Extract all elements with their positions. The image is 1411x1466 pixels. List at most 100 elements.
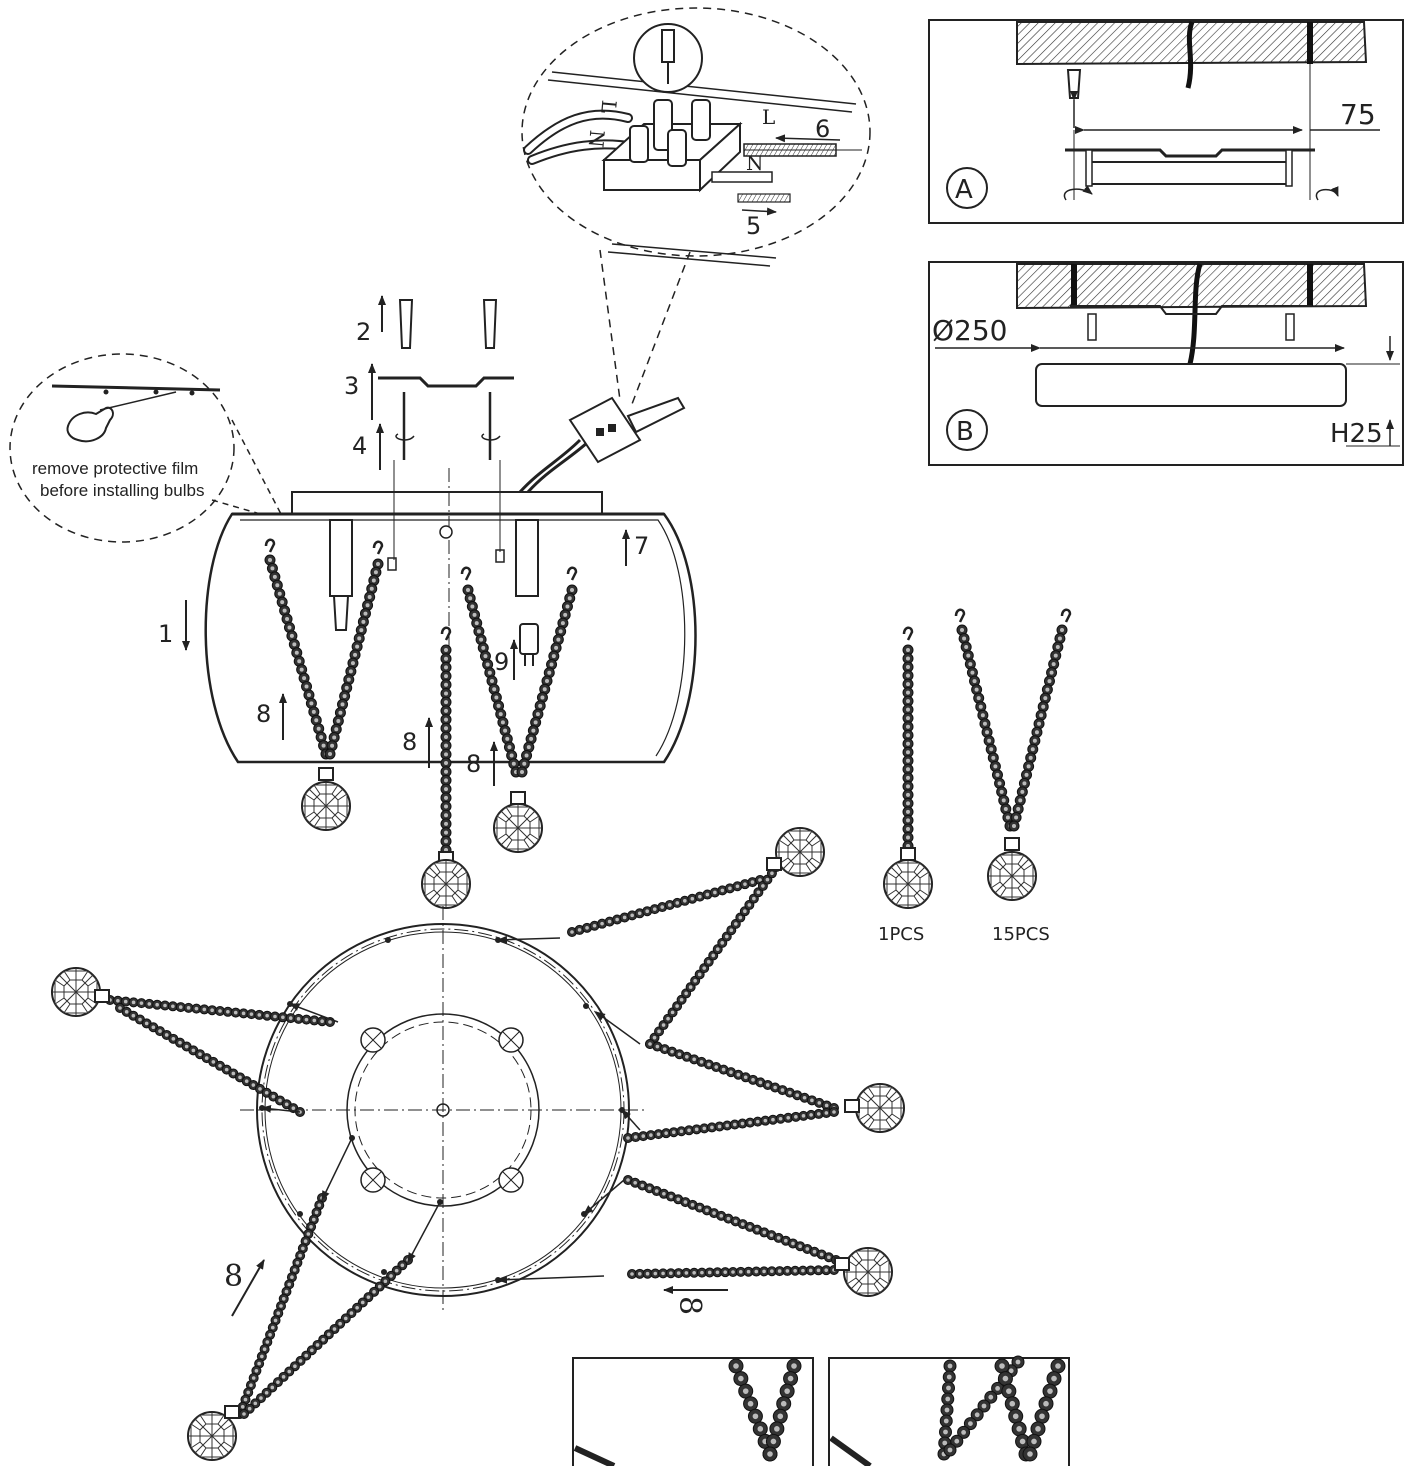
crystal-ball <box>775 827 825 877</box>
fixing-hole <box>437 1199 443 1205</box>
fixing-hole <box>581 1211 587 1217</box>
detail-chain <box>1022 1358 1066 1462</box>
bulb-socket-right <box>515 519 539 597</box>
step-8-label-b: 8 <box>402 728 417 756</box>
fixing-hole <box>495 1277 501 1283</box>
mounting-bracket <box>1065 148 1315 158</box>
step-5-label: 5 <box>746 212 761 240</box>
attach-arrow <box>497 1275 605 1284</box>
socket-markers <box>360 1027 524 1193</box>
attach-arrow <box>289 1003 339 1023</box>
right-v-chain <box>516 584 578 778</box>
center-chain <box>440 644 452 856</box>
attach-arrow <box>321 1137 353 1201</box>
chain-hook <box>440 626 452 641</box>
plan-view-chains <box>51 827 905 1461</box>
crystal-ball <box>883 859 933 909</box>
double-chain-qty: 15PCS <box>992 924 1050 945</box>
fixing-hole <box>385 937 391 943</box>
attach-arrow <box>497 935 561 944</box>
right-v-chain <box>462 584 522 778</box>
crystal-ball <box>421 859 471 909</box>
dimension-75-label: 75 <box>1340 98 1376 131</box>
parts-legend: 1PCS 15PCS <box>878 608 1072 945</box>
left-v-chain <box>324 558 384 760</box>
detail-chain <box>762 1358 802 1462</box>
rotate-screw-icon <box>1063 185 1339 201</box>
plan-chain <box>567 875 765 937</box>
film-note-line2: before installing bulbs <box>40 481 204 500</box>
height-label: H25 <box>1330 419 1383 449</box>
chain-hook <box>264 538 276 553</box>
crystal-ball <box>843 1247 893 1297</box>
crystal-cap <box>94 989 110 1003</box>
crystal-cap <box>834 1257 850 1271</box>
crystal-ball <box>187 1411 237 1461</box>
plan-chain <box>623 1107 839 1143</box>
left-v-chain <box>264 554 332 760</box>
step-3-label: 3 <box>344 372 359 400</box>
connector-box <box>568 396 686 464</box>
detail-panels <box>572 1355 1070 1466</box>
crystal-cap <box>766 857 782 871</box>
step-2-label: 2 <box>356 318 371 346</box>
attach-arrow <box>621 1109 641 1131</box>
hand-icon <box>66 406 114 443</box>
panel-a: 75 A <box>928 19 1404 224</box>
bulb-socket-left <box>329 519 353 631</box>
terminal-block <box>601 99 743 193</box>
step-4-label: 4 <box>352 432 367 460</box>
wire-label-l-left: L <box>596 99 621 114</box>
fixing-hole <box>619 1107 625 1113</box>
single-chain-qty: 1PCS <box>878 924 924 945</box>
chain-hook <box>1060 608 1072 623</box>
attach-arrow <box>583 1179 625 1215</box>
step-7-label: 7 <box>634 532 649 560</box>
crystal-ball <box>301 781 351 831</box>
attach-arrow <box>407 1201 441 1263</box>
chain-hook <box>902 626 914 641</box>
crystal-cap <box>224 1405 240 1419</box>
crystal-ball <box>493 803 543 853</box>
wire-label-l-right: L <box>762 105 775 129</box>
plan-chain <box>239 1255 413 1419</box>
double-chain-left <box>956 624 1016 832</box>
fixing-hole <box>495 937 501 943</box>
plan-chain <box>105 995 335 1027</box>
fixture-side-view: 2 3 4 1 7 8 8 8 9 <box>158 295 697 909</box>
crystal-cap <box>1004 837 1020 851</box>
panel-b: Ø250 H25 B <box>928 261 1404 466</box>
single-chain <box>902 644 914 852</box>
fixing-hole <box>287 1001 293 1007</box>
side-view-chains <box>264 538 578 909</box>
plan-chain <box>645 1039 839 1113</box>
wire-label-n-right: N <box>746 151 764 175</box>
diameter-label: Ø250 <box>932 314 1007 347</box>
screws-and-plugs <box>378 299 514 560</box>
lamp-body-profile <box>1035 363 1347 407</box>
fixing-hole <box>349 1135 355 1141</box>
fixing-hole <box>259 1105 265 1111</box>
attach-arrow <box>595 1011 641 1045</box>
crystal-ball <box>51 967 101 1017</box>
crystal-cap <box>844 1099 860 1113</box>
chain-hook <box>566 566 578 581</box>
attach-arrow <box>261 1104 301 1113</box>
wall-plug-icon <box>1066 69 1082 128</box>
panel-b-label: B <box>956 417 974 447</box>
mounting-plate-side <box>378 376 514 388</box>
detail-chains <box>728 1355 1066 1462</box>
chain-hook <box>460 566 472 581</box>
film-note-line1: remove protective film <box>32 459 198 478</box>
plan-chain <box>645 843 795 1049</box>
step-9-label: 9 <box>494 648 509 676</box>
wire-label-n-left: N <box>584 129 609 149</box>
fixing-hole <box>297 1211 303 1217</box>
step-8-plan-label-rotated: 8 <box>672 1296 707 1315</box>
crystal-cap <box>900 847 916 861</box>
double-chain-right <box>1008 624 1068 832</box>
chain-hook <box>954 608 966 623</box>
step-6-label: 6 <box>815 115 830 143</box>
step-8-plan-label: 8 <box>224 1259 243 1294</box>
